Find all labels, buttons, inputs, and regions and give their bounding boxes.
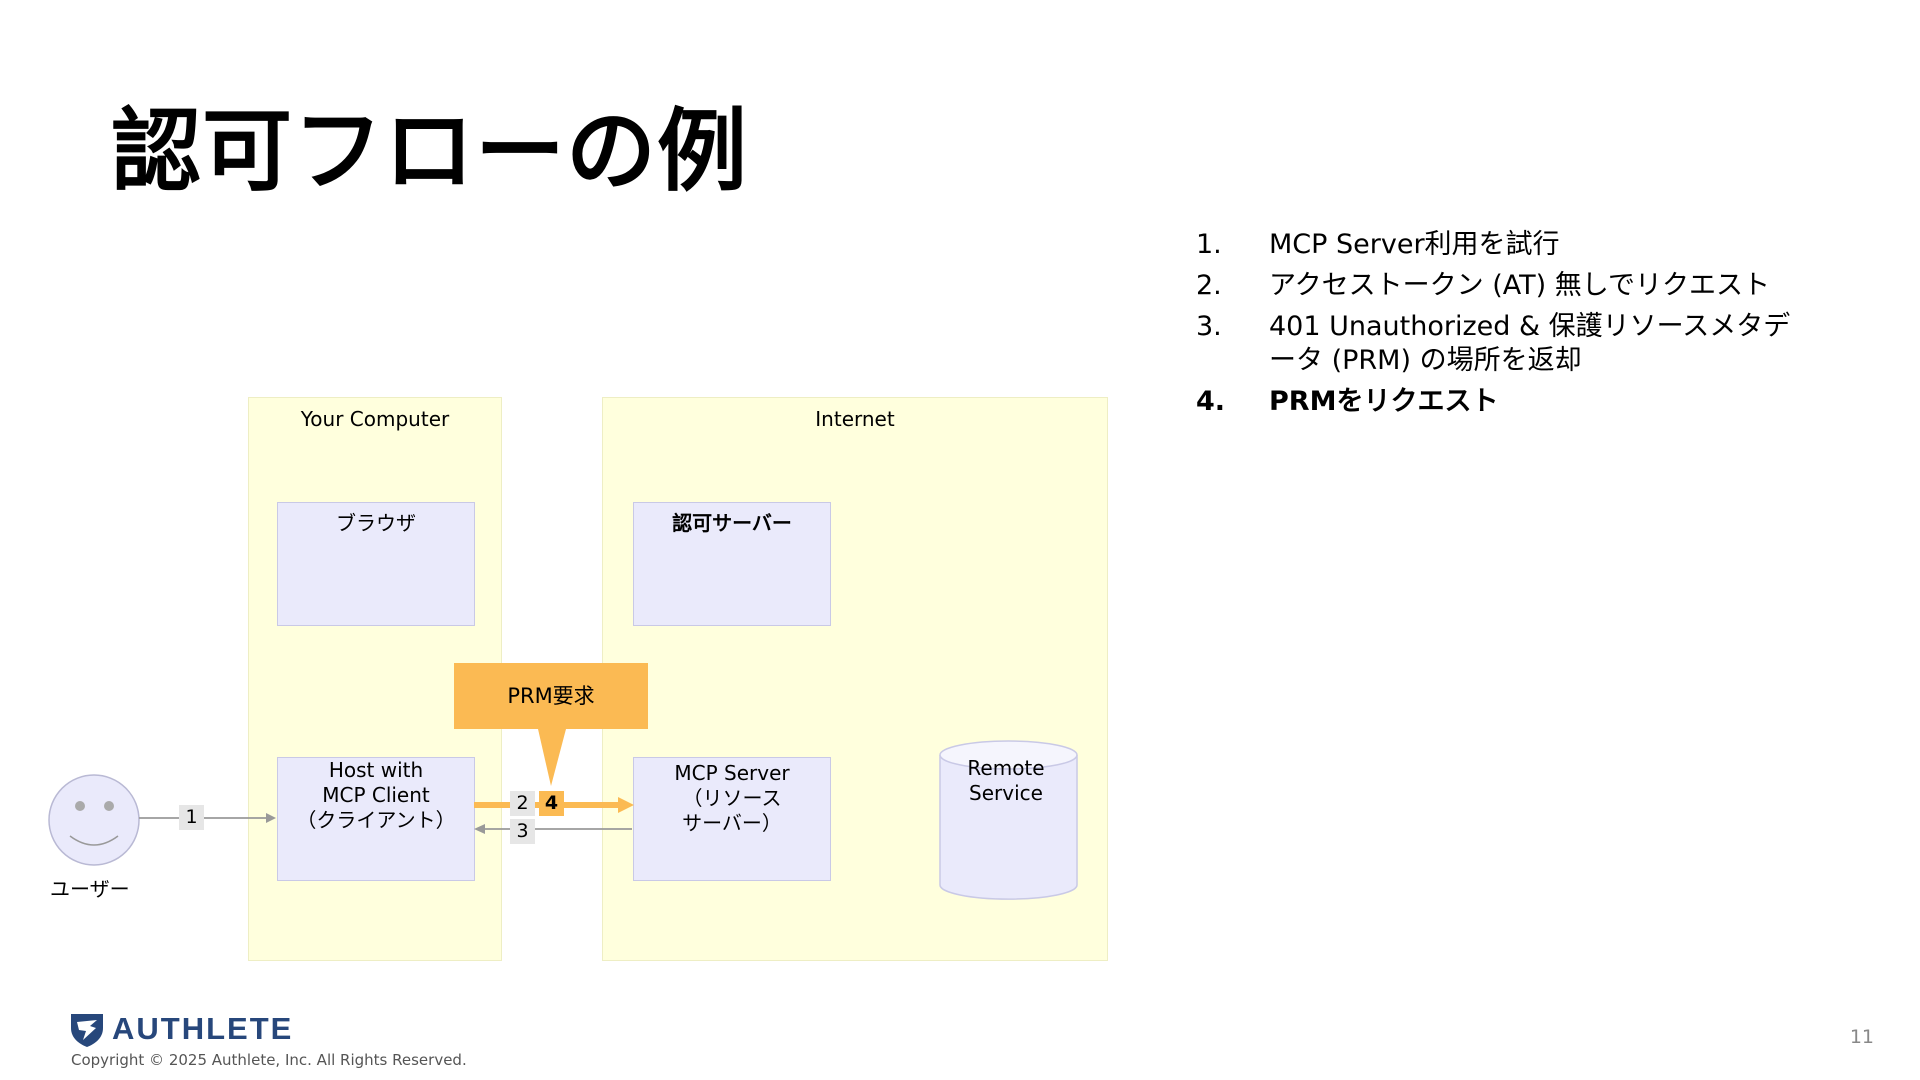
remote-service-label: Remote Service [937,756,1075,806]
host-label: Host with MCP Client （クライアント） [278,758,474,833]
auth-server-label: 認可サーバー [672,511,792,535]
remote-service-label-line: Remote [967,756,1045,780]
page-title: 認可フローの例 [111,99,748,204]
step-text: PRMをリクエスト [1269,386,1499,417]
user-label: ユーザー [50,877,130,901]
arrow-server-to-host [474,824,632,834]
copyright: Copyright © 2025 Authlete, Inc. All Righ… [71,1051,467,1069]
step-number: 3. [1196,311,1222,342]
authlete-logo: AUTHLETE [68,1010,293,1048]
prm-request-callout: PRM要求 [454,663,648,729]
mcp-server-box: MCP Server （リソース サーバー） [633,757,831,881]
step-badge-2: 2 [510,791,535,816]
mcp-server-label-line: MCP Server [674,761,790,785]
step-number: 4. [1196,386,1226,417]
host-box: Host with MCP Client （クライアント） [277,757,475,881]
step-number: 1. [1196,229,1222,260]
arrow-user-to-host [139,813,276,823]
step-badge-4: 4 [539,791,564,816]
callout-pointer [538,729,566,786]
page-number: 11 [1849,1026,1874,1048]
host-label-line: MCP Client [322,783,430,807]
mcp-server-label-line: サーバー） [682,811,782,835]
region-label: Your Computer [300,407,450,431]
mcp-server-label: MCP Server （リソース サーバー） [634,758,830,836]
user-face-icon [48,774,140,866]
step-number: 2. [1196,270,1222,301]
remote-service-label-line: Service [969,781,1043,805]
host-label-line: （クライアント） [296,808,456,832]
step-badge-3: 3 [510,819,535,844]
step-text: 401 Unauthorized & 保護リソースメタデータ (PRM) の場所… [1269,311,1791,376]
step-text: MCP Server利用を試行 [1269,229,1560,260]
host-label-line: Host with [328,758,424,782]
browser-label: ブラウザ [336,511,416,535]
step-text: アクセストークン (AT) 無しでリクエスト [1269,270,1770,301]
list-item: 1. MCP Server利用を試行 [1196,228,1816,262]
mcp-server-label-line: （リソース [682,786,782,810]
list-item-active: 4. PRMをリクエスト [1196,385,1816,419]
step-list: 1. MCP Server利用を試行 2. アクセストークン (AT) 無しでリクエ… [1196,228,1816,426]
list-item: 3. 401 Unauthorized & 保護リソースメタデータ (PRM) の… [1196,310,1816,378]
authlete-logo-icon [71,1014,103,1047]
step-badge-1: 1 [179,805,204,830]
logo-text: AUTHLETE [112,1011,294,1046]
remote-service-cylinder [939,740,1078,900]
browser-box: ブラウザ [277,502,475,626]
region-label: Internet [815,407,895,431]
auth-server-box: 認可サーバー [633,502,831,626]
list-item: 2. アクセストークン (AT) 無しでリクエスト [1196,269,1816,303]
